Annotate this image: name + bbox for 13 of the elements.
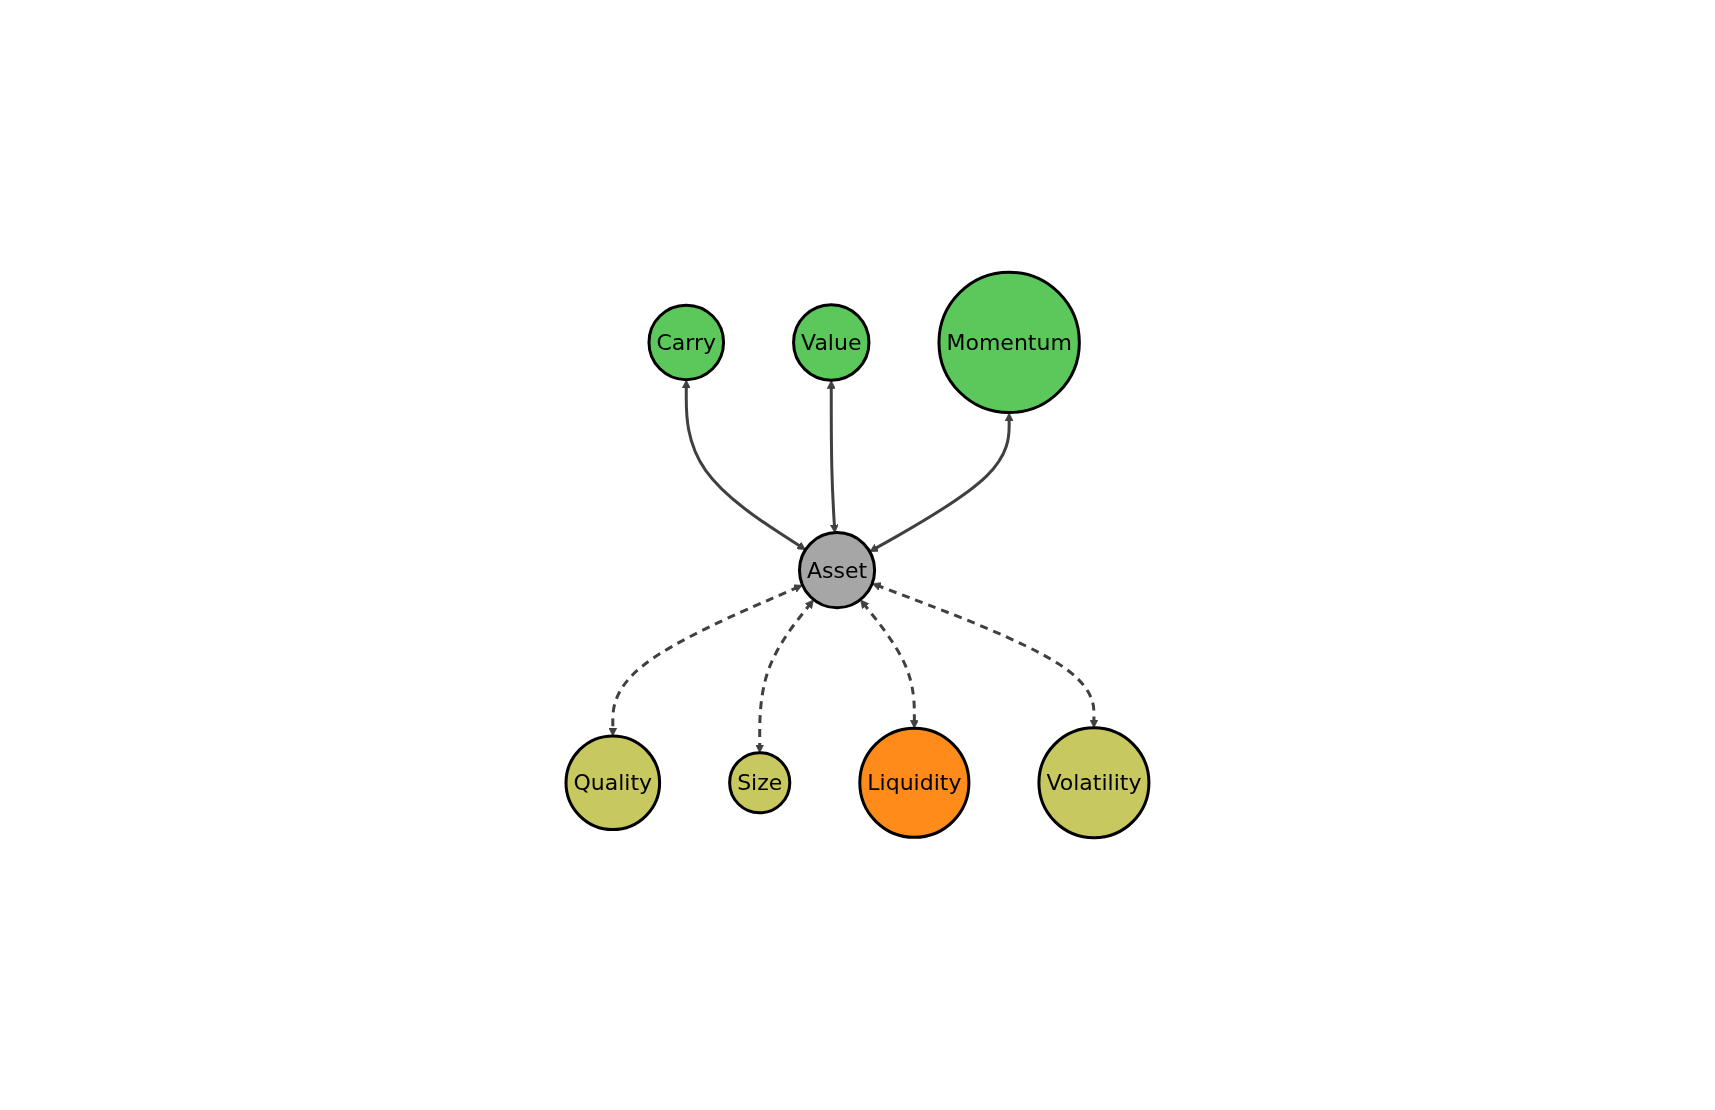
node-circle: Asset — [798, 531, 877, 610]
node-circle: Size — [728, 751, 792, 815]
node-circle: Volatility — [1037, 726, 1151, 840]
arrow — [681, 379, 806, 551]
node-circle: Quality — [564, 734, 662, 832]
arrow — [869, 412, 1014, 553]
arrow — [608, 584, 803, 737]
arrow — [872, 582, 1099, 729]
node-circle: Liquidity — [858, 726, 971, 839]
arrow — [860, 599, 919, 729]
node-circle: Momentum — [937, 270, 1081, 415]
node-circle: Value — [792, 303, 871, 382]
node-circle: Carry — [647, 303, 726, 382]
